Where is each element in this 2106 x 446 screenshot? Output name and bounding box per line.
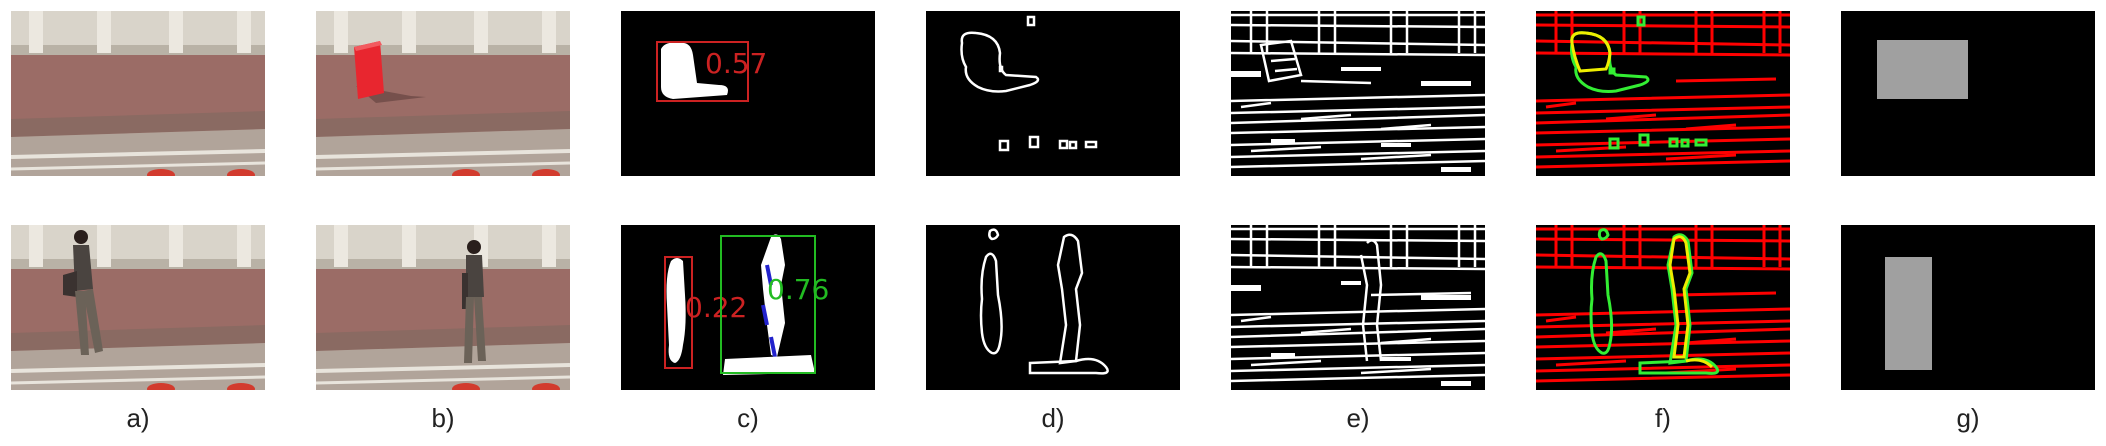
caption-b: b) — [431, 403, 455, 433]
row2-panel-f-overlay — [1536, 225, 1790, 390]
row1-panel-e-edges — [1231, 11, 1485, 176]
row2-panel-d-contours — [926, 225, 1180, 390]
row2-e-image — [1231, 225, 1485, 390]
row1-g-region — [1877, 40, 1968, 99]
row2-c-score-left: 0.22 — [685, 291, 747, 324]
row1-c-detection-box — [656, 41, 749, 102]
row2-panel-b-frame — [316, 225, 570, 390]
caption-g: g) — [1956, 403, 1980, 433]
row1-b-image — [316, 11, 570, 176]
row2-b-image — [316, 225, 570, 390]
row1-d-image — [926, 11, 1180, 176]
caption-a: a) — [126, 403, 150, 433]
row1-g-image — [1841, 11, 2095, 176]
row2-panel-c-detection: 0.22 0.76 — [621, 225, 875, 390]
row1-c-score: 0.57 — [705, 47, 767, 80]
row1-panel-b-frame — [316, 11, 570, 176]
row2-f-image — [1536, 225, 1790, 390]
row2-panel-g-mask — [1841, 225, 2095, 390]
row1-panel-f-overlay — [1536, 11, 1790, 176]
row1-e-image — [1231, 11, 1485, 176]
row1-panel-g-mask — [1841, 11, 2095, 176]
caption-e: e) — [1346, 403, 1370, 433]
caption-f: f) — [1655, 403, 1671, 433]
row2-g-region — [1885, 257, 1932, 370]
row2-panel-a-frame — [11, 225, 265, 390]
row2-g-image — [1841, 225, 2095, 390]
row2-c-detection-box-right — [720, 235, 816, 374]
caption-d: d) — [1041, 403, 1065, 433]
row2-c-image: 0.22 0.76 — [621, 225, 875, 390]
row1-f-image — [1536, 11, 1790, 176]
row1-a-image — [11, 11, 265, 176]
row2-d-image — [926, 225, 1180, 390]
row2-c-score-right: 0.76 — [767, 273, 829, 306]
row1-c-image: 0.57 — [621, 11, 875, 176]
row2-a-image — [11, 225, 265, 390]
row2-panel-e-edges — [1231, 225, 1485, 390]
caption-c: c) — [737, 403, 759, 433]
row1-panel-d-contours — [926, 11, 1180, 176]
row2-c-detection-box-left — [664, 256, 693, 369]
row1-panel-c-detection: 0.57 — [621, 11, 875, 176]
row1-panel-a-background — [11, 11, 265, 176]
